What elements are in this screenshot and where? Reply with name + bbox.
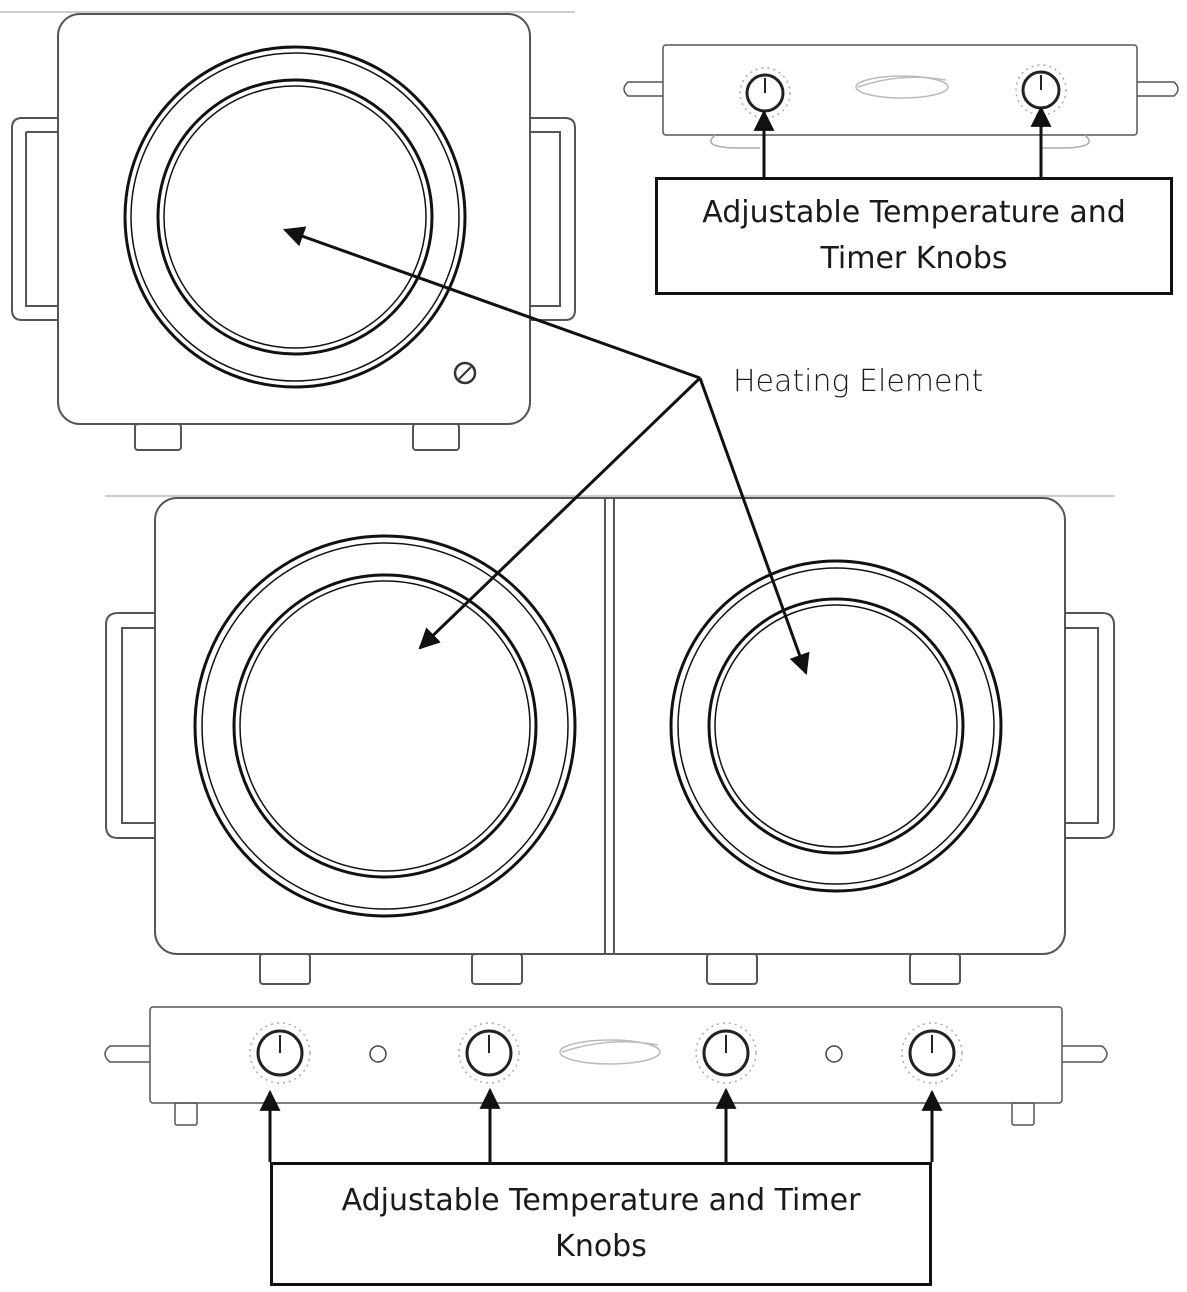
bottom-knobs-label-line2: Knobs	[555, 1229, 647, 1264]
timer-knob-icon	[695, 1022, 757, 1084]
bottom-knobs-label-box: Adjustable Temperature and Timer Knobs	[270, 1162, 932, 1286]
single-heating-element	[123, 45, 467, 389]
brand-logo-icon	[855, 75, 949, 99]
heating-element-callout-arrows	[283, 226, 810, 675]
temperature-knob-icon	[249, 1022, 311, 1084]
timer-knob-icon	[1015, 64, 1067, 116]
single-burner-front-view	[623, 44, 1179, 149]
top-knobs-label-line1: Adjustable Temperature and	[702, 195, 1126, 230]
brand-logo-icon	[559, 1039, 661, 1065]
large-heating-element	[193, 534, 577, 918]
heating-element-label: Heating Element	[733, 364, 984, 399]
temperature-knob-icon	[901, 1022, 963, 1084]
top-knobs-label-box: Adjustable Temperature and Timer Knobs	[655, 177, 1173, 295]
double-burner-top-view	[105, 495, 1115, 985]
temperature-knob-icon	[739, 67, 791, 119]
timer-knob-icon	[458, 1022, 520, 1084]
screw-icon	[453, 361, 477, 385]
double-burner-front-view	[104, 1006, 1108, 1126]
top-knobs-label-line2: Timer Knobs	[820, 241, 1008, 276]
bottom-knobs-label-line1: Adjustable Temperature and Timer	[341, 1183, 861, 1218]
small-heating-element	[669, 559, 1003, 893]
top-knobs-callout-arrows	[753, 105, 1052, 177]
bottom-knobs-callout-arrows	[259, 1087, 943, 1162]
single-burner-top-view	[0, 11, 576, 451]
